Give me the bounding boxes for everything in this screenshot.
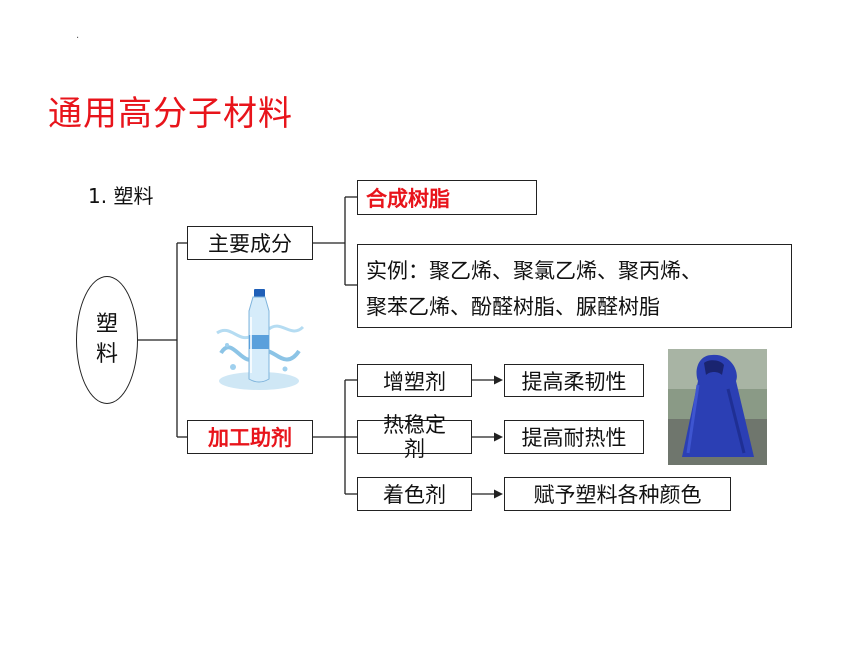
node-processing-aids: 加工助剂 — [187, 420, 313, 454]
effect-heat-resistance-label: 提高耐热性 — [521, 426, 627, 450]
node-main-components-label: 主要成分 — [208, 232, 292, 256]
effect-color-label: 赋予塑料各种颜色 — [533, 483, 702, 507]
slide-title: 通用高分子材料 — [48, 94, 293, 134]
slide-dot: . — [76, 30, 80, 41]
node-processing-aids-label: 加工助剂 — [208, 426, 292, 450]
effect-flexibility-label: 提高柔韧性 — [521, 369, 627, 394]
effect-color: 赋予塑料各种颜色 — [504, 477, 731, 511]
examples-line-1: 实例：聚乙烯、聚氯乙烯、聚丙烯、 — [366, 259, 702, 283]
colorant-label: 着色剂 — [383, 483, 446, 507]
heat-stabilizer-label-2: 剂 — [404, 437, 425, 461]
root-node-plastic: 塑 料 — [76, 276, 138, 404]
root-label-2: 料 — [95, 342, 118, 367]
node-synthetic-resin: 合成树脂 — [357, 180, 537, 215]
node-colorant: 着色剂 — [357, 477, 472, 511]
heat-stabilizer-label-1: 热稳定 — [383, 413, 446, 437]
water-bottle-image — [216, 289, 305, 390]
node-synthetic-resin-label: 合成树脂 — [366, 186, 450, 211]
examples-line-2: 聚苯乙烯、酚醛树脂、脲醛树脂 — [366, 295, 660, 319]
node-main-components: 主要成分 — [187, 226, 313, 260]
node-heat-stabilizer: 热稳定 剂 — [357, 413, 472, 461]
plasticizer-label: 增塑剂 — [383, 369, 446, 394]
section-heading: 1. 塑料 — [88, 184, 154, 208]
raincoat-image — [668, 349, 767, 465]
root-label-1: 塑 — [95, 312, 118, 337]
effect-heat-resistance: 提高耐热性 — [504, 420, 644, 454]
node-examples: 实例：聚乙烯、聚氯乙烯、聚丙烯、 聚苯乙烯、酚醛树脂、脲醛树脂 — [357, 244, 792, 328]
effect-flexibility: 提高柔韧性 — [504, 364, 644, 397]
node-plasticizer: 增塑剂 — [357, 364, 472, 397]
